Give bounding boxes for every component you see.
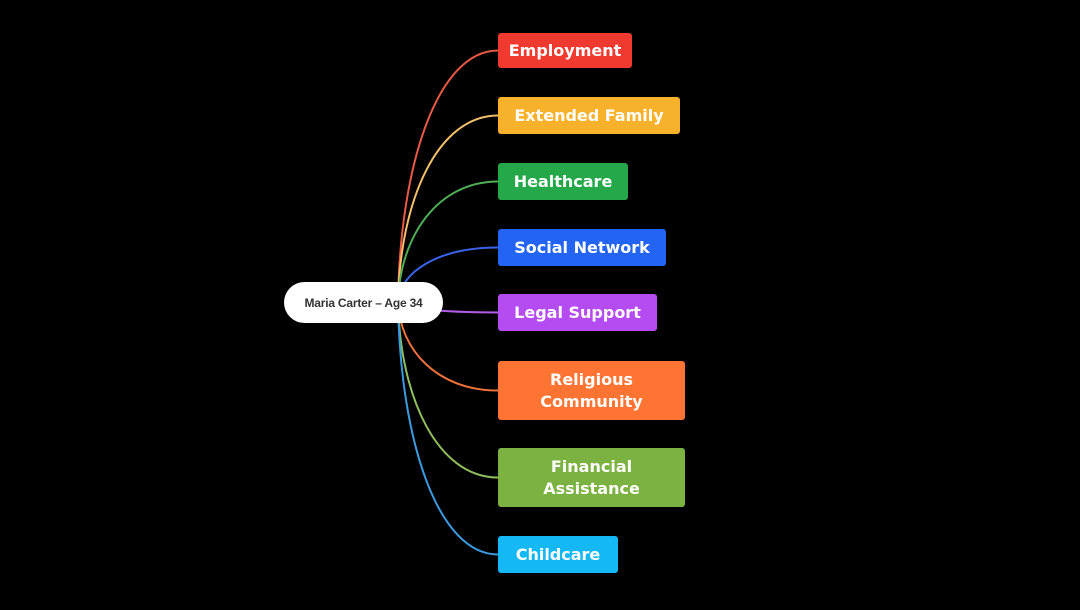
- branch-node-religious-community[interactable]: Religious Community: [498, 361, 685, 420]
- connector-line: [397, 114, 499, 303]
- branch-node-extended-family[interactable]: Extended Family: [498, 97, 680, 134]
- branch-node-childcare[interactable]: Childcare: [498, 536, 618, 573]
- branch-label: Extended Family: [514, 105, 664, 125]
- connector-line: [397, 301, 499, 556]
- branch-node-financial-assistance[interactable]: Financial Assistance: [498, 448, 685, 507]
- connector-line: [397, 301, 499, 479]
- branch-node-social-network[interactable]: Social Network: [498, 229, 666, 266]
- branch-node-employment[interactable]: Employment: [498, 33, 632, 68]
- root-label: Maria Carter – Age 34: [304, 295, 423, 310]
- root-node[interactable]: Maria Carter – Age 34: [284, 282, 443, 323]
- branch-label: Healthcare: [513, 171, 613, 191]
- branch-node-legal-support[interactable]: Legal Support: [498, 294, 657, 331]
- branch-label: Religious Community: [540, 369, 643, 411]
- branch-label: Childcare: [515, 544, 601, 564]
- branch-label: Employment: [508, 40, 622, 60]
- connector-line: [397, 49, 499, 303]
- connector-line: [397, 180, 499, 303]
- branch-label: Financial Assistance: [543, 456, 640, 498]
- branch-label: Legal Support: [514, 302, 641, 322]
- branch-label: Social Network: [514, 237, 650, 257]
- branch-node-healthcare[interactable]: Healthcare: [498, 163, 628, 200]
